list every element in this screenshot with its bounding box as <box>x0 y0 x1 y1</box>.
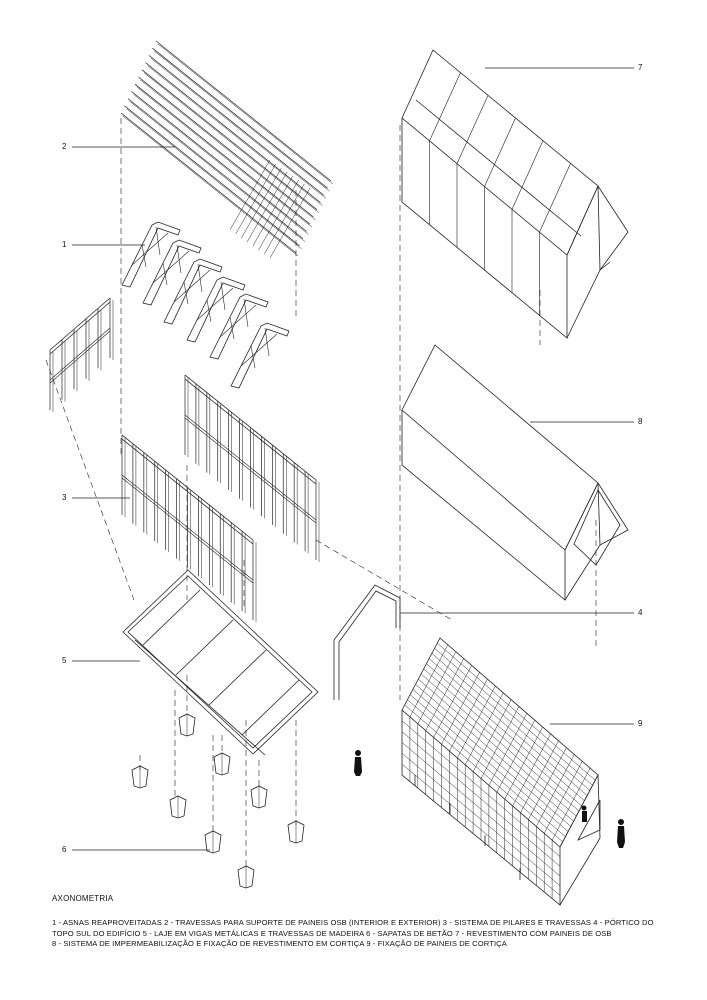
post-beam-walls <box>49 297 320 622</box>
caption-title: AXONOMETRIA <box>52 894 114 903</box>
human-figures <box>354 750 625 848</box>
south-portal <box>333 584 401 700</box>
callout-number: 5 <box>62 656 67 665</box>
osb-cladding-volume <box>401 49 629 339</box>
legend-line: 1 - ASNAS REAPROVEITADAS 2 - TRAVESSAS P… <box>52 918 654 927</box>
callout-number: 8 <box>638 417 643 426</box>
floor-slab <box>122 569 319 756</box>
legend: 1 - ASNAS REAPROVEITADAS 2 - TRAVESSAS P… <box>52 918 662 950</box>
projection-lines <box>45 118 597 870</box>
cork-cladding-volume <box>401 637 601 906</box>
callout-number: 2 <box>62 142 67 151</box>
callout-number: 3 <box>62 493 67 502</box>
legend-line: TOPO SUL DO EDIFÍCIO 5 - LAJE EM VIGAS M… <box>52 928 612 938</box>
concrete-footings <box>131 713 305 889</box>
legend-line: 8 - SISTEMA DE IMPERMEABILIZAÇÃO E FIXAÇ… <box>52 939 507 948</box>
callout-number: 9 <box>638 719 643 728</box>
callout-number: 1 <box>62 240 67 249</box>
callout-leaders <box>72 67 634 851</box>
roof-battens <box>120 40 334 259</box>
waterproofing-volume <box>401 344 629 601</box>
callout-number: 7 <box>638 63 643 72</box>
callout-number: 6 <box>62 845 67 854</box>
callout-number: 4 <box>638 608 643 617</box>
reused-trusses <box>121 221 290 389</box>
